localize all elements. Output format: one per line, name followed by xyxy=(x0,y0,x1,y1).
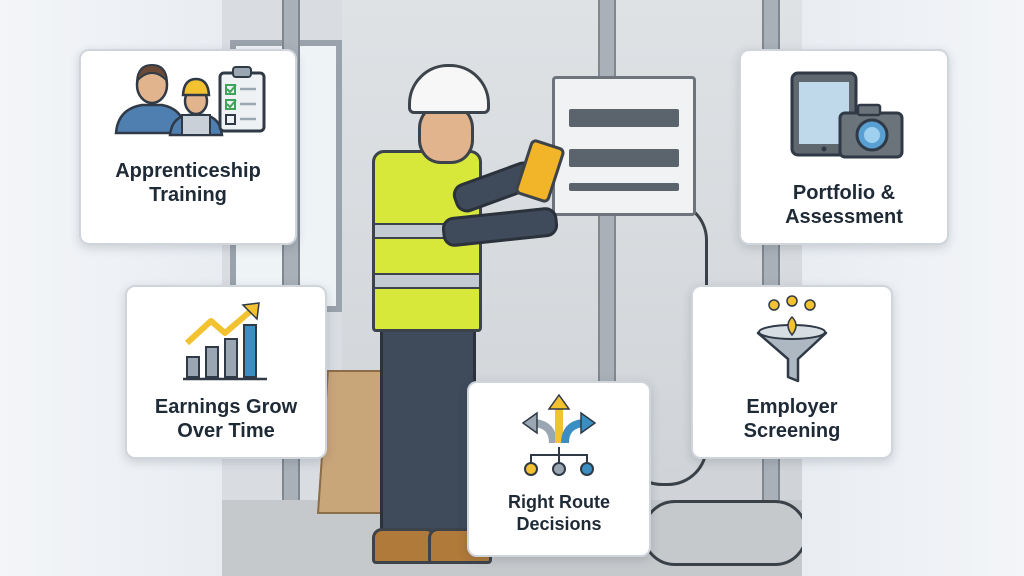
card-title-line: Over Time xyxy=(177,420,275,442)
card-title: Employer Screening xyxy=(744,395,841,443)
card-title-line: Portfolio & xyxy=(792,182,896,204)
card-title-line: Employer xyxy=(746,396,838,418)
card-title-line: Assessment xyxy=(785,206,903,228)
card-title: Apprenticeship Training xyxy=(115,159,261,207)
breaker-row xyxy=(569,109,679,127)
card-employer-screening: Employer Screening xyxy=(691,285,893,459)
card-title-line: Decisions xyxy=(516,514,602,534)
card-title-line: Training xyxy=(149,184,227,206)
card-title: Portfolio & Assessment xyxy=(785,181,903,229)
mentor-apprentice-checklist-icon xyxy=(114,63,266,137)
card-title: Earnings Grow Over Time xyxy=(155,395,297,443)
card-earnings-grow: Earnings Grow Over Time xyxy=(125,285,327,459)
breaker-row xyxy=(569,183,679,191)
card-title-line: Apprenticeship xyxy=(115,160,261,182)
breaker-row xyxy=(569,149,679,167)
card-title: Right Route Decisions xyxy=(508,491,610,535)
card-title-line: Screening xyxy=(743,420,841,442)
tablet-camera-icon xyxy=(790,71,904,159)
cable-coil xyxy=(642,500,802,566)
worker-legs xyxy=(380,322,476,538)
overhead-cable xyxy=(372,0,678,46)
branching-arrows-icon xyxy=(521,393,597,476)
card-right-route-decisions: Right Route Decisions xyxy=(467,381,651,557)
worker-boot xyxy=(372,528,436,564)
card-title-line: Earnings Grow xyxy=(154,396,298,418)
card-apprenticeship-training: Apprenticeship Training xyxy=(79,49,297,245)
breaker-panel xyxy=(552,76,696,216)
funnel-icon xyxy=(756,295,828,383)
card-title-line: Right Route xyxy=(508,492,610,512)
growth-chart-icon xyxy=(183,302,267,381)
card-portfolio-assessment: Portfolio & Assessment xyxy=(739,49,949,245)
